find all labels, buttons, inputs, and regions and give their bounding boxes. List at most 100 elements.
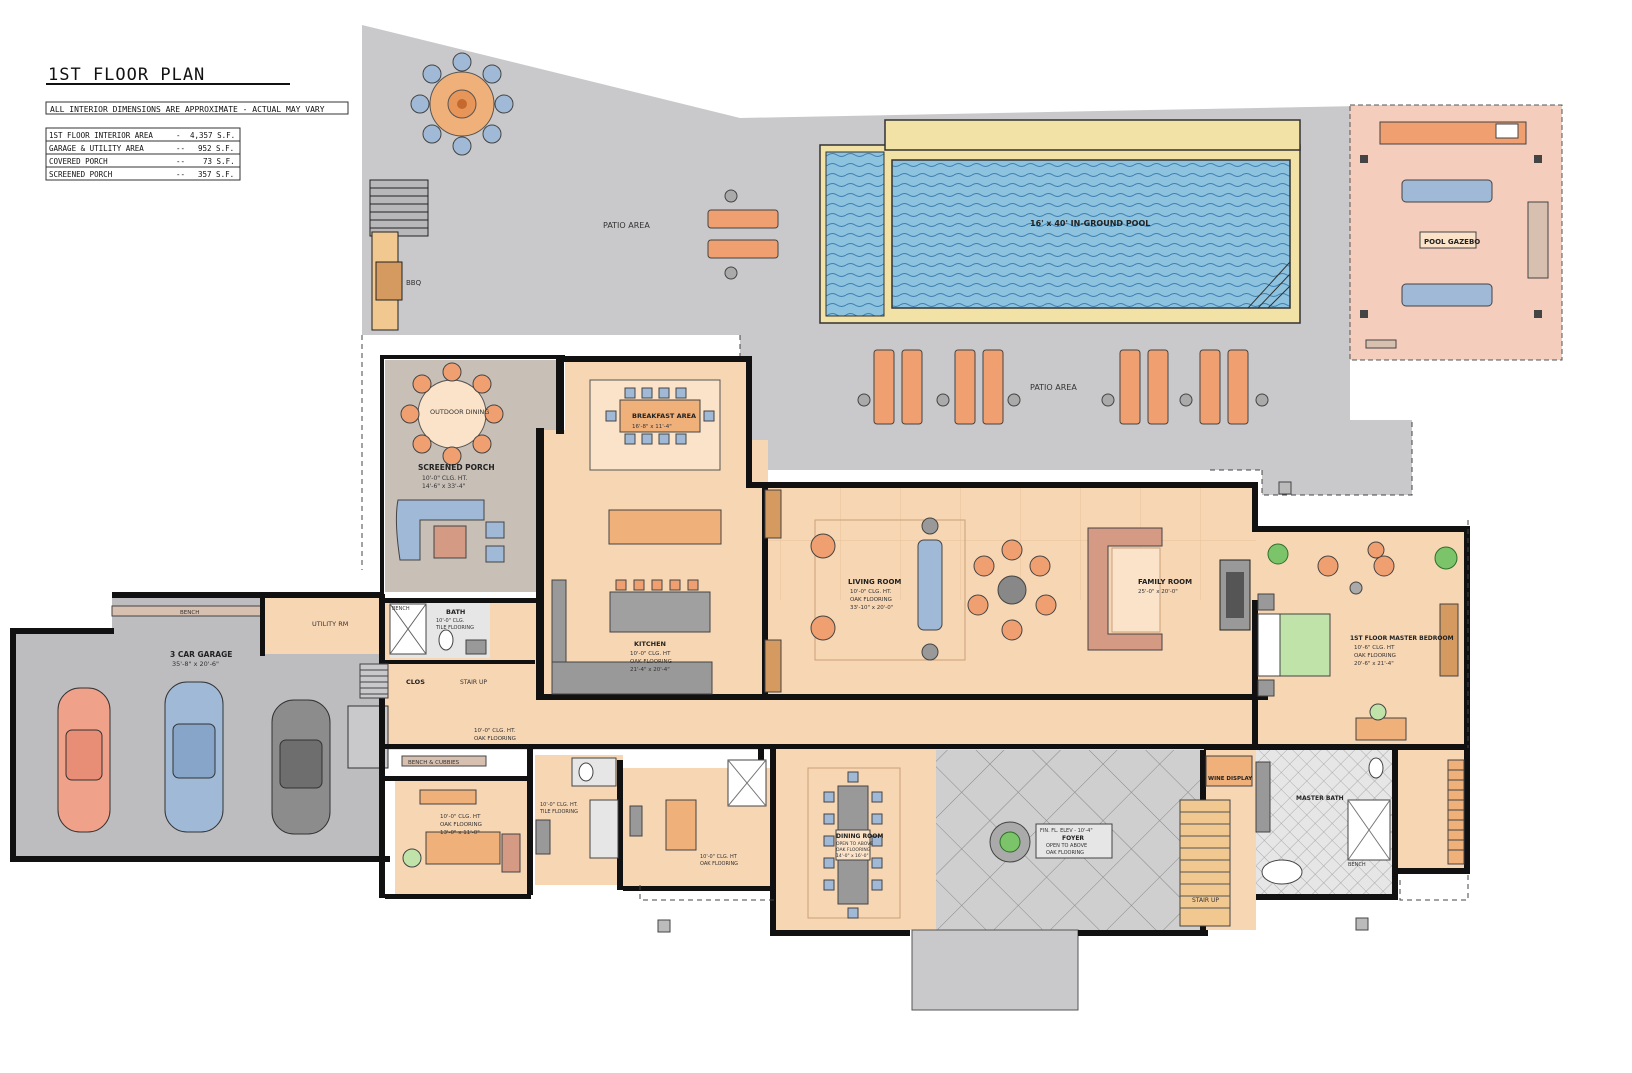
bench-cubbies-label: BENCH & CUBBIES (408, 760, 460, 766)
breakfast-name: BREAKFAST AREA (632, 412, 696, 420)
garage-bench-label: BENCH (180, 610, 199, 616)
master-bath: MASTER BATH BENCH (1255, 757, 1465, 885)
area-label-4: SCREENED PORCH (49, 170, 113, 179)
outdoor-dining-label: OUTDOOR DINING (430, 408, 489, 416)
office: 10'-0" CLG. HT OAK FLOORING 13'-0" x 11'… (402, 789, 521, 873)
screened-porch-name: SCREENED PORCH (418, 463, 495, 472)
area-table: 1ST FLOOR INTERIOR AREA - 4,357 S.F. GAR… (45, 127, 241, 181)
family-room: FAMILY ROOM 25'-0" x 20'-0" (1087, 527, 1251, 651)
office-floor: OAK FLOORING (440, 822, 482, 828)
bath-left-floor: TILE FLOORING (435, 625, 474, 631)
hall-floor: OAK FLOORING (474, 736, 516, 742)
dining-name: DINING ROOM (836, 833, 883, 840)
patio-area-top-label: PATIO AREA (603, 221, 650, 230)
car-gray (271, 699, 331, 835)
laundry-floor: TILE FLOORING (539, 809, 578, 815)
interior (265, 360, 1468, 1011)
screened-porch-size: 14'-6" x 33'-4" (422, 483, 466, 490)
walls (10, 355, 1470, 936)
patio-round-table (410, 52, 514, 156)
title-block: 1ST FLOOR PLAN ALL INTERIOR DIMENSIONS A… (45, 65, 349, 181)
kitchen: KITCHEN 10'-0" CLG. HT OAK FLOORING 21'-… (551, 489, 782, 695)
bath-left-ceiling: 10'-0" CLG. (436, 618, 465, 624)
bench-small-label: BENCH (392, 606, 410, 612)
garage-name: 3 CAR GARAGE (170, 650, 232, 659)
office-size: 13'-0" x 11'-0" (440, 830, 480, 836)
area-sep-3: -- (176, 157, 185, 166)
master-bedroom: 1ST FLOOR MASTER BEDROOM 10'-6" CLG. HT … (1257, 541, 1459, 741)
living-size: 33'-10" x 20'-0" (850, 605, 893, 611)
dining-size: 14'-0" x 16'-0" (836, 853, 869, 859)
pantry: 10'-0" CLG. HT OAK FLOORING (629, 759, 767, 867)
stair-left: CLOS STAIR UP (359, 663, 487, 699)
living-floor: OAK FLOORING (850, 597, 892, 603)
bench-bath-label: BENCH (1348, 862, 1366, 868)
stair-up-left-label: STAIR UP (460, 679, 487, 686)
plan-title: 1ST FLOOR PLAN (48, 65, 205, 85)
wine-stair: WINE DISPLAY STAIR UP (1179, 755, 1253, 927)
utility-room: UTILITY RM (312, 620, 348, 628)
game-table (967, 539, 1057, 641)
breakfast-size: 16'-8" x 11'-4" (632, 424, 672, 430)
master-bedroom-size: 20'-6" x 21'-4" (1354, 661, 1394, 667)
patio-area-mid-label: PATIO AREA (1030, 383, 1077, 392)
pool-gazebo-label: POOL GAZEBO (1424, 238, 1480, 246)
car-orange (57, 687, 111, 833)
dining-room: DINING ROOM OPEN TO ABOVE OAK FLOORING 1… (807, 767, 901, 919)
kitchen-size: 21'-4" x 20'-4" (630, 667, 670, 673)
bath-left-name: BATH (446, 608, 465, 616)
dining-open: OPEN TO ABOVE (836, 841, 873, 847)
hall-ceiling: 10'-0" CLG. HT. (474, 728, 516, 734)
patio-steps: BBQ (369, 179, 429, 331)
laundry-ceiling: 10'-0" CLG. HT. (540, 802, 578, 808)
bath-left: BENCH BATH 10'-0" CLG. TILE FLOORING (389, 603, 487, 655)
pantry-floor: OAK FLOORING (700, 861, 738, 867)
kitchen-name: KITCHEN (634, 640, 666, 648)
area-label-3: COVERED PORCH (49, 157, 108, 166)
area-sep-4: -- (176, 170, 185, 179)
master-bedroom-floor: OAK FLOORING (1354, 653, 1396, 659)
utility-label: UTILITY RM (312, 620, 348, 628)
screened-porch-ceiling: 10'-0" CLG. HT. (422, 475, 467, 482)
area-value-1: 4,357 S.F. (190, 131, 235, 140)
foyer-open: OPEN TO ABOVE (1046, 843, 1087, 849)
pool: 16' x 40' IN-GROUND POOL (819, 119, 1301, 324)
stair-up-right-label: STAIR UP (1192, 897, 1219, 904)
kitchen-ceiling: 10'-0" CLG. HT (630, 651, 671, 657)
lounge-chairs-row (857, 349, 1269, 425)
dashed-outlines (639, 469, 1469, 933)
living-room: LIVING ROOM 10'-0" CLG. HT. OAK FLOORING… (810, 517, 966, 661)
master-bedroom-name: 1ST FLOOR MASTER BEDROOM (1350, 635, 1454, 642)
dining-floor: OAK FLOORING (836, 847, 871, 853)
screened-porch: OUTDOOR DINING SCREENED PORCH 10'-0" CLG… (385, 360, 557, 592)
family-name: FAMILY ROOM (1138, 578, 1192, 586)
wine-display-label: WINE DISPLAY (1208, 776, 1253, 782)
clos-label: CLOS (406, 678, 425, 686)
master-bedroom-ceiling: 10'-6" CLG. HT (1354, 645, 1395, 651)
area-value-2: 952 S.F. (198, 144, 234, 153)
garage-size: 35'-8" x 20'-6" (172, 660, 219, 668)
foyer-elev: FIN. FL. ELEV - 10'-4" (1040, 828, 1093, 834)
office-ceiling: 10'-0" CLG. HT (440, 814, 481, 820)
breakfast-area: BREAKFAST AREA 16'-8" x 11'-4" (589, 379, 721, 471)
car-blue (164, 681, 224, 833)
area-sep-2: -- (176, 144, 185, 153)
laundry: 10'-0" CLG. HT. TILE FLOORING (535, 757, 619, 859)
master-bath-label: MASTER BATH (1296, 795, 1344, 802)
living-name: LIVING ROOM (848, 578, 901, 586)
foyer-floor: OAK FLOORING (1046, 850, 1084, 856)
disclaimer: ALL INTERIOR DIMENSIONS ARE APPROXIMATE … (50, 105, 325, 114)
family-size: 25'-0" x 20'-0" (1138, 589, 1178, 595)
area-label-1: 1ST FLOOR INTERIOR AREA (49, 131, 153, 140)
foyer-name: FOYER (1062, 835, 1084, 842)
area-sep-1: - (176, 131, 181, 140)
area-label-2: GARAGE & UTILITY AREA (49, 144, 144, 153)
garage: BENCH 3 CAR GARAGE 35'-8" x 20'-6" (14, 598, 389, 860)
bbq-label: BBQ (406, 279, 422, 287)
pantry-ceiling: 10'-0" CLG. HT (700, 854, 738, 860)
pool-gazebo: POOL GAZEBO (1349, 104, 1563, 361)
pool-label: 16' x 40' IN-GROUND POOL (1030, 219, 1150, 228)
foyer: FIN. FL. ELEV - 10'-4" FOYER OPEN TO ABO… (989, 821, 1113, 863)
living-ceiling: 10'-0" CLG. HT. (850, 589, 892, 595)
